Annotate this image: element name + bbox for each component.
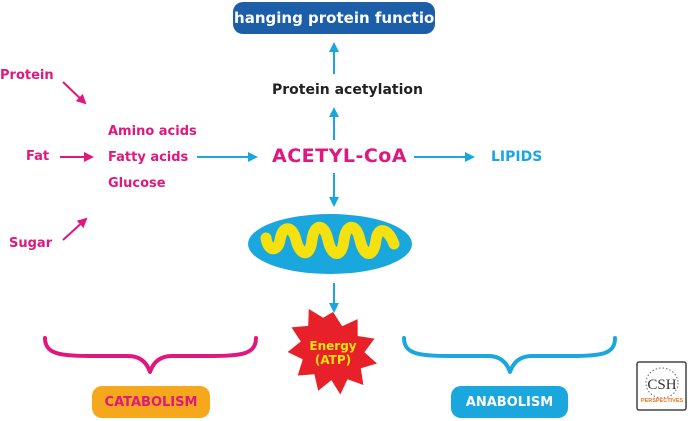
- energy-label-line2: (ATP): [314, 353, 352, 367]
- csh-perspectives-logo: CSH PERSPECTIVES: [636, 361, 687, 411]
- catabolism-label: CATABOLISM: [104, 394, 198, 410]
- fatty-acids-label: Fatty acids: [108, 150, 189, 165]
- protein-function-label: Changing protein function: [223, 9, 445, 27]
- mitochondrion-icon: [248, 214, 412, 274]
- source-protein-label: Protein: [0, 68, 54, 83]
- svg-text:PERSPECTIVES: PERSPECTIVES: [641, 398, 684, 404]
- anabolism-label: ANABOLISM: [465, 394, 554, 410]
- svg-text:CSH: CSH: [647, 377, 676, 393]
- amino-acids-label: Amino acids: [108, 124, 197, 139]
- protein-acetylation-label: Protein acetylation: [272, 82, 423, 98]
- source-fat-label: Fat: [26, 149, 50, 164]
- arrow-protein: [62, 81, 87, 105]
- acetyl-coa-label: ACETYL-CoA: [272, 145, 408, 167]
- catabolism-brace: [43, 336, 258, 374]
- anabolism-box: ANABOLISM: [451, 386, 568, 418]
- arrow-sugar: [62, 217, 88, 241]
- energy-label-line1: Energy: [309, 339, 357, 353]
- glucose-label: Glucose: [108, 176, 166, 191]
- energy-label: Energy (ATP): [300, 339, 366, 367]
- lipids-label: LIPIDS: [491, 149, 543, 165]
- source-sugar-label: Sugar: [9, 236, 53, 251]
- anabolism-brace: [402, 336, 617, 374]
- protein-function-box: Changing protein function: [223, 2, 445, 34]
- energy-starburst-icon: [287, 309, 377, 395]
- catabolism-box: CATABOLISM: [92, 386, 210, 418]
